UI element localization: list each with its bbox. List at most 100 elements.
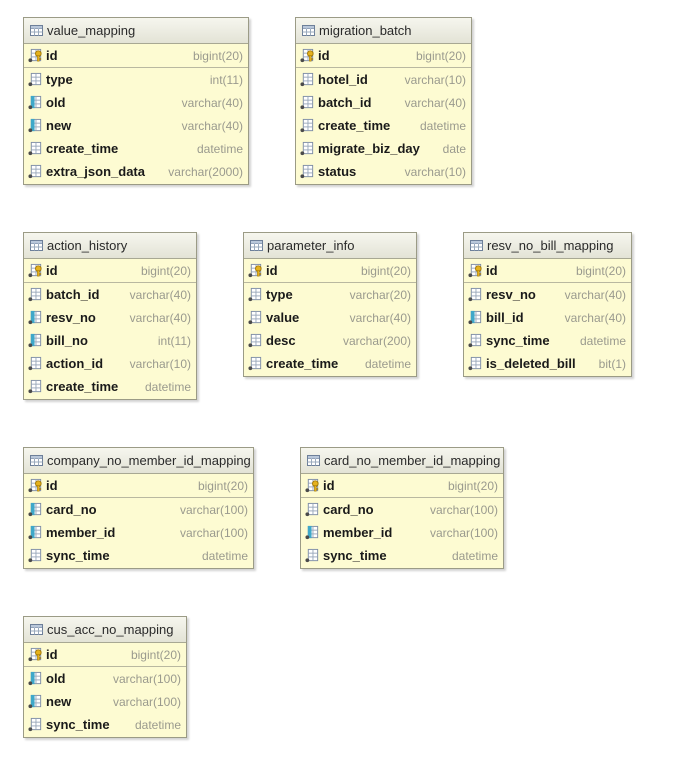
table-header[interactable]: value_mapping (24, 18, 248, 44)
column-name: id (46, 48, 58, 63)
column-type: bigint(20) (192, 48, 243, 63)
column-row[interactable]: member_id varchar(100) (24, 521, 253, 544)
primary-key-column-icon (305, 478, 323, 493)
column-type: datetime (364, 356, 411, 371)
column-name: action_id (46, 356, 104, 371)
table-name: cus_acc_no_mapping (47, 622, 174, 637)
indexed-column-icon (28, 95, 46, 110)
table-header[interactable]: parameter_info (244, 233, 416, 259)
column-type: varchar(40) (404, 95, 466, 110)
table-header[interactable]: company_no_member_id_mapping (24, 448, 253, 474)
column-row[interactable]: new varchar(40) (24, 114, 248, 137)
table-name: card_no_member_id_mapping (324, 453, 501, 468)
column-type: varchar(10) (129, 356, 191, 371)
table-header[interactable]: resv_no_bill_mapping (464, 233, 631, 259)
column-name: type (266, 287, 293, 302)
column-type: datetime (134, 717, 181, 732)
column-name: member_id (323, 525, 393, 540)
column-row[interactable]: action_id varchar(10) (24, 352, 196, 375)
table-name: action_history (47, 238, 128, 253)
column-type: varchar(40) (181, 118, 243, 133)
table-header[interactable]: cus_acc_no_mapping (24, 617, 186, 643)
indexed-column-icon (28, 310, 46, 325)
column-type: datetime (451, 548, 498, 563)
column-row[interactable]: batch_id varchar(40) (296, 91, 471, 114)
column-name: batch_id (318, 95, 372, 110)
table-header[interactable]: migration_batch (296, 18, 471, 44)
column-name: old (46, 671, 66, 686)
column-name: is_deleted_bill (486, 356, 576, 371)
table-icon (470, 240, 487, 251)
indexed-column-icon (28, 333, 46, 348)
column-type: varchar(100) (429, 525, 498, 540)
column-name: new (46, 118, 72, 133)
column-type: bigint(20) (360, 263, 411, 278)
table-icon (30, 25, 47, 36)
column-type: varchar(100) (112, 671, 181, 686)
column-icon (300, 164, 318, 179)
column-name: id (323, 478, 335, 493)
column-name: create_time (46, 141, 119, 156)
column-type: varchar(100) (179, 525, 248, 540)
column-name: extra_json_data (46, 164, 145, 179)
column-icon (300, 72, 318, 87)
column-name: resv_no (46, 310, 96, 325)
column-icon (305, 502, 323, 517)
table-header[interactable]: card_no_member_id_mapping (301, 448, 503, 474)
column-row[interactable]: old varchar(100) (24, 667, 186, 690)
column-row[interactable]: member_id varchar(100) (301, 521, 503, 544)
indexed-column-icon (305, 525, 323, 540)
column-icon (300, 118, 318, 133)
column-type: varchar(10) (404, 164, 466, 179)
table-header[interactable]: action_history (24, 233, 196, 259)
column-icon (28, 717, 46, 732)
table-name: parameter_info (267, 238, 355, 253)
primary-key-row[interactable]: id bigint(20) (24, 44, 248, 68)
column-name: member_id (46, 525, 116, 540)
indexed-column-icon (468, 310, 486, 325)
